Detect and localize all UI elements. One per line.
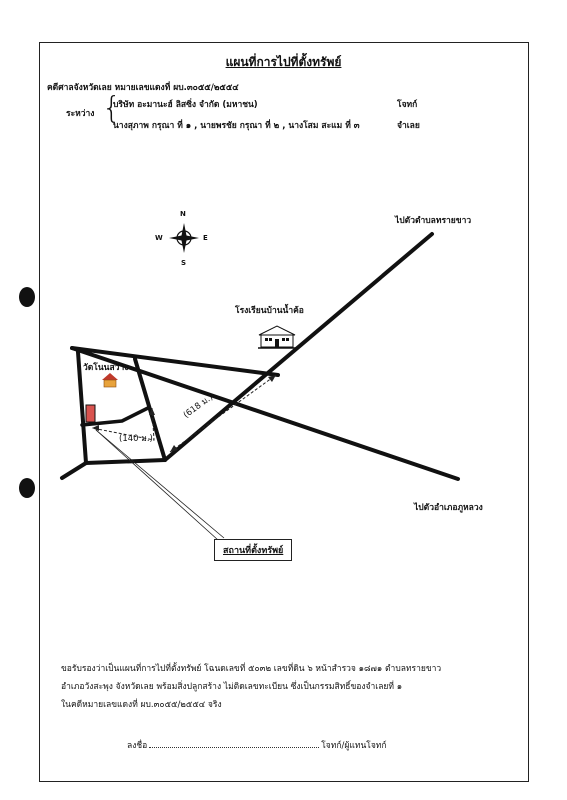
document-frame (39, 42, 529, 782)
signature-row: ลงชื่อ โจทก์/ผู้แทนโจทก์ (127, 738, 387, 755)
certification-line-3: ในคดีหมายเลขแดงที่ ผบ.๓๐๕๕/๒๕๕๔ จริง (61, 700, 222, 710)
distance-arrow-long (169, 374, 277, 453)
brace-icon: { (102, 91, 122, 126)
signature-suffix: โจทก์/ผู้แทนโจทก์ (321, 741, 387, 751)
property-location-label: สถานที่ตั้งทรัพย์ (214, 539, 293, 561)
road-local-loop (76, 350, 167, 465)
distance-arrow-short (91, 407, 155, 441)
plaintiff-name: บริษัท อะมานะฮ์ ลิสซิ่ง จำกัด (มหาชน) (113, 100, 258, 110)
signature-prefix: ลงชื่อ (127, 741, 148, 751)
temple-label: วัดโนนสว่าง (83, 363, 129, 373)
defendant-role: จำเลย (397, 121, 420, 131)
between-label: ระหว่าง (66, 109, 95, 119)
property-marker-icon (85, 404, 96, 423)
compass-icon (169, 223, 199, 253)
compass-east: E (203, 234, 208, 242)
pointer-line (95, 429, 219, 541)
binder-hole (19, 287, 35, 307)
compass-south: S (181, 259, 187, 267)
road-label-amphoe: ไปตัวอำเภอภูหลวง (414, 503, 483, 513)
certification-line-2: อำเภอวังสะพุง จังหวัดเลย พร้อมสิ่งปลูกสร… (61, 682, 403, 692)
pointer-line (95, 429, 225, 539)
school-label: โรงเรียนบ้านน้ำค้อ (235, 306, 304, 316)
school-icon (258, 325, 296, 349)
compass-west: W (155, 234, 163, 242)
distance-short-label: (140 ม.) (119, 434, 153, 444)
binder-hole (19, 478, 35, 498)
defendant-names: นางสุภาพ กรุณา ที่ ๑ , นายพรชัย กรุณา ที… (113, 121, 360, 131)
road-property-spur (80, 406, 150, 427)
compass-north: N (180, 210, 186, 218)
road-label-tambon: ไปตัวตำบลทรายขาว (395, 216, 472, 226)
document-title: แผนที่การไปที่ตั้งทรัพย์ (225, 55, 342, 69)
case-number: คดีศาลจังหวัดเลย หมายเลขแดงที่ ผบ.๓๐๕๕/๒… (47, 83, 239, 93)
plaintiff-role: โจทก์ (397, 100, 418, 110)
certification-line-1: ขอรับรองว่าเป็นแผนที่การไปที่ตั้งทรัพย์ … (61, 664, 442, 674)
road-temple-top (70, 346, 280, 377)
signature-line (149, 747, 320, 748)
road-local-west (60, 461, 88, 480)
road-to-tambon-saikhao (163, 232, 434, 462)
temple-icon (102, 373, 118, 388)
